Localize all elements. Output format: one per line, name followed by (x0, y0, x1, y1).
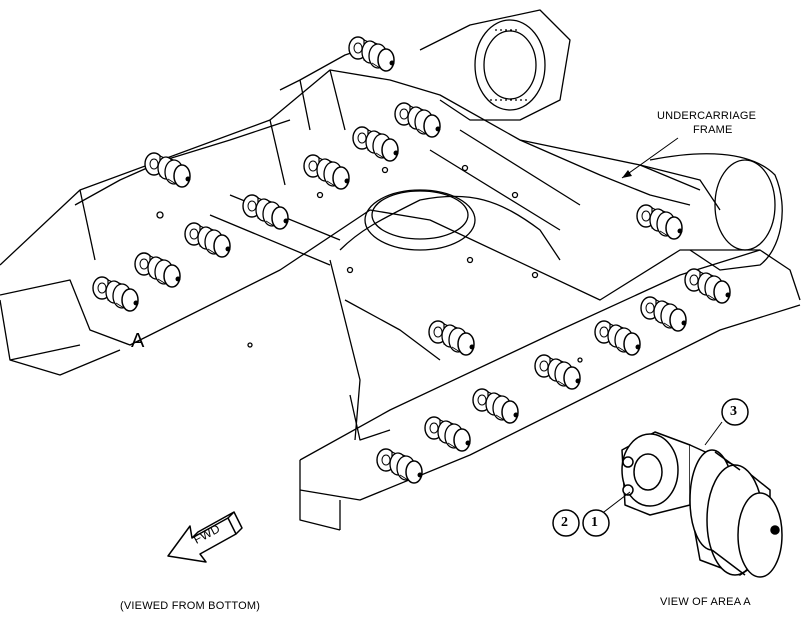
callout-2-label: 2 (561, 515, 569, 530)
left-rail-rollers (92, 36, 442, 312)
fwd-arrow-icon (167, 511, 243, 563)
area-a-label: A (131, 330, 145, 352)
detail-roller (621, 431, 783, 578)
frame-label: FRAME (693, 124, 733, 136)
callout-2 (552, 509, 580, 537)
frame-leader-line (621, 137, 679, 179)
callout-3 (721, 398, 749, 426)
callout-1 (582, 509, 610, 537)
frame-outline (0, 9, 801, 531)
callout-leader-3 (704, 421, 723, 446)
view-of-area-label: VIEW OF AREA A (660, 596, 751, 608)
callout-3-label: 3 (730, 404, 738, 419)
undercarriage-label: UNDERCARRIAGE (657, 110, 757, 122)
callout-leader-1 (599, 491, 631, 516)
viewed-from-bottom-label: (VIEWED FROM BOTTOM) (120, 600, 261, 612)
callout-1-label: 1 (591, 515, 599, 530)
